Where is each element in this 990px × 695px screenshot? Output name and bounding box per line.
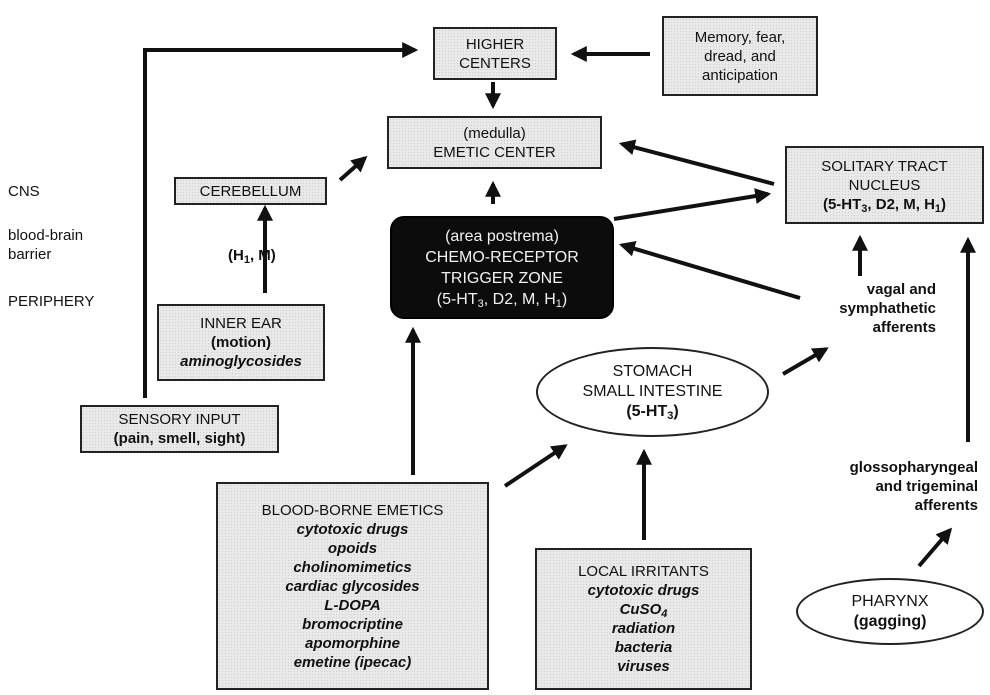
ctz-line1: (area postrema) <box>445 227 559 245</box>
region-blood-brain-barrier: blood-brain barrier <box>8 226 83 264</box>
region-periphery: PERIPHERY <box>8 293 95 310</box>
memory-box: Memory, fear, dread, and anticipation <box>662 16 818 96</box>
inner-ear-receptors-close: , M) <box>249 247 276 264</box>
ctz-rec-a: (5-HT <box>436 290 478 308</box>
arrow-pharynx-to-glosso <box>917 527 953 568</box>
ctz-line3: TRIGGER ZONE <box>441 269 563 287</box>
inner-ear-receptors-sub: 1 <box>243 254 250 266</box>
blood-borne-item: L-DOPA <box>324 596 381 614</box>
barrier-line2: barrier <box>8 246 52 263</box>
higher-centers-line2: CENTERS <box>459 54 531 72</box>
emetic-center-line1: (medulla) <box>463 124 526 142</box>
memory-line1: Memory, fear, <box>694 28 786 46</box>
region-cns: CNS <box>8 183 40 200</box>
glosso-line2: and trigeminal <box>875 478 978 495</box>
stomach-line1: STOMACH <box>612 363 693 380</box>
vagal-line1: vagal and <box>866 281 936 298</box>
ctz-rec-c: ) <box>561 290 568 308</box>
glosso-line1: glossopharyngeal <box>849 459 978 476</box>
solitary-line1: SOLITARY TRACT <box>821 157 948 175</box>
memory-line3: anticipation <box>702 66 778 84</box>
local-irritant-item: radiation <box>611 620 676 637</box>
inner-ear-line1: INNER EAR <box>200 315 282 332</box>
arrow-cerebellum-to-emetic <box>338 155 368 182</box>
ctz-rec-b: , D2, M, H <box>483 290 556 308</box>
local-irritant-item: bacteria <box>614 639 673 656</box>
solitary-receptors: (5-HT3, D2, M, H1) <box>787 195 982 215</box>
solitary-line2: NUCLEUS <box>848 176 921 194</box>
vagal-afferents-label: vagal and symphathetic afferents <box>790 280 936 337</box>
cuso-a: CuSO <box>619 601 662 618</box>
sensory-line2: (pain, smell, sight) <box>113 430 246 447</box>
blood-borne-emetics-box: BLOOD-BORNE EMETICS cytotoxic drugs opoi… <box>216 482 489 690</box>
arrow-solitary-to-emetic <box>618 139 775 186</box>
vagal-line3: afferents <box>872 319 936 336</box>
solitary-tract-nucleus-box: SOLITARY TRACT NUCLEUS (5-HT3, D2, M, H1… <box>785 146 984 224</box>
blood-borne-item: cardiac glycosides <box>285 577 420 595</box>
inner-ear-line3: aminoglycosides <box>180 353 302 370</box>
stomach-rec-b: ) <box>673 403 679 420</box>
local-irritant-item-cuso4: CuSO4 <box>537 600 750 620</box>
barrier-line1: blood-brain <box>8 227 84 244</box>
pharynx-line1: PHARYNX <box>851 592 929 610</box>
higher-centers-box: HIGHER CENTERS <box>433 27 557 80</box>
ctz-rec-a-sub: 3 <box>477 297 484 310</box>
pharynx-ellipse: PHARYNX (gagging) <box>796 578 984 645</box>
cerebellum-box: CEREBELLUM <box>174 177 327 205</box>
sol-rec-b-sub: 1 <box>934 202 942 215</box>
stomach-receptors: (5-HT3) <box>538 402 767 422</box>
cuso-sub: 4 <box>661 608 668 620</box>
local-irritant-item: viruses <box>617 658 670 675</box>
arrow-ctz-to-solitary <box>613 188 772 221</box>
stomach-rec-a: (5-HT <box>626 403 668 420</box>
pharynx-line2: (gagging) <box>853 612 927 630</box>
sol-rec-b: , D2, M, H <box>867 195 935 213</box>
cerebellum-label: CEREBELLUM <box>199 182 302 200</box>
blood-borne-item: apomorphine <box>304 634 400 652</box>
inner-ear-box: INNER EAR (motion) aminoglycosides <box>157 304 325 381</box>
ctz-receptors: (5-HT3, D2, M, H1) <box>392 289 612 310</box>
vagal-line2: symphathetic <box>839 300 936 317</box>
arrow-blood-borne-to-stomach <box>503 444 568 488</box>
local-irritants-box: LOCAL IRRITANTS cytotoxic drugs CuSO4 ra… <box>535 548 752 690</box>
arrow-stomach-to-vagal <box>781 347 829 376</box>
memory-line2: dread, and <box>704 47 776 65</box>
sensory-input-box: SENSORY INPUT (pain, smell, sight) <box>80 405 279 453</box>
higher-centers-line1: HIGHER <box>465 35 525 53</box>
sensory-line1: SENSORY INPUT <box>118 411 241 428</box>
glossopharyngeal-afferents-label: glossopharyngeal and trigeminal afferent… <box>790 458 978 515</box>
ctz-rec-b-sub: 1 <box>555 297 562 310</box>
local-irritant-item: cytotoxic drugs <box>587 582 700 599</box>
inner-ear-receptors: (H1, M) <box>228 246 276 266</box>
glosso-line3: afferents <box>914 497 978 514</box>
sol-rec-c: ) <box>941 195 947 213</box>
stomach-line2: SMALL INTESTINE <box>582 383 723 400</box>
blood-borne-item: opoids <box>327 539 378 557</box>
stomach-rec-sub: 3 <box>667 410 674 422</box>
blood-borne-item: cytotoxic drugs <box>296 520 409 538</box>
stomach-small-intestine-ellipse: STOMACH SMALL INTESTINE (5-HT3) <box>536 347 769 437</box>
arrow-vagal-to-ctz <box>618 240 801 300</box>
emetic-center-line2: EMETIC CENTER <box>433 143 556 161</box>
blood-borne-title: BLOOD-BORNE EMETICS <box>261 501 444 519</box>
local-irritants-title: LOCAL IRRITANTS <box>578 563 709 580</box>
ctz-line2: CHEMO-RECEPTOR <box>425 248 579 266</box>
inner-ear-line2: (motion) <box>211 334 271 351</box>
sol-rec-a: (5-HT <box>822 195 862 213</box>
sol-rec-a-sub: 3 <box>861 202 868 215</box>
chemoreceptor-trigger-zone: (area postrema) CHEMO-RECEPTOR TRIGGER Z… <box>390 216 614 319</box>
blood-borne-item: emetine (ipecac) <box>293 653 412 671</box>
blood-borne-item: bromocriptine <box>302 615 403 633</box>
inner-ear-receptors-open: (H <box>228 247 244 264</box>
blood-borne-item: cholinomimetics <box>293 558 412 576</box>
emetic-center-box: (medulla) EMETIC CENTER <box>387 116 602 169</box>
